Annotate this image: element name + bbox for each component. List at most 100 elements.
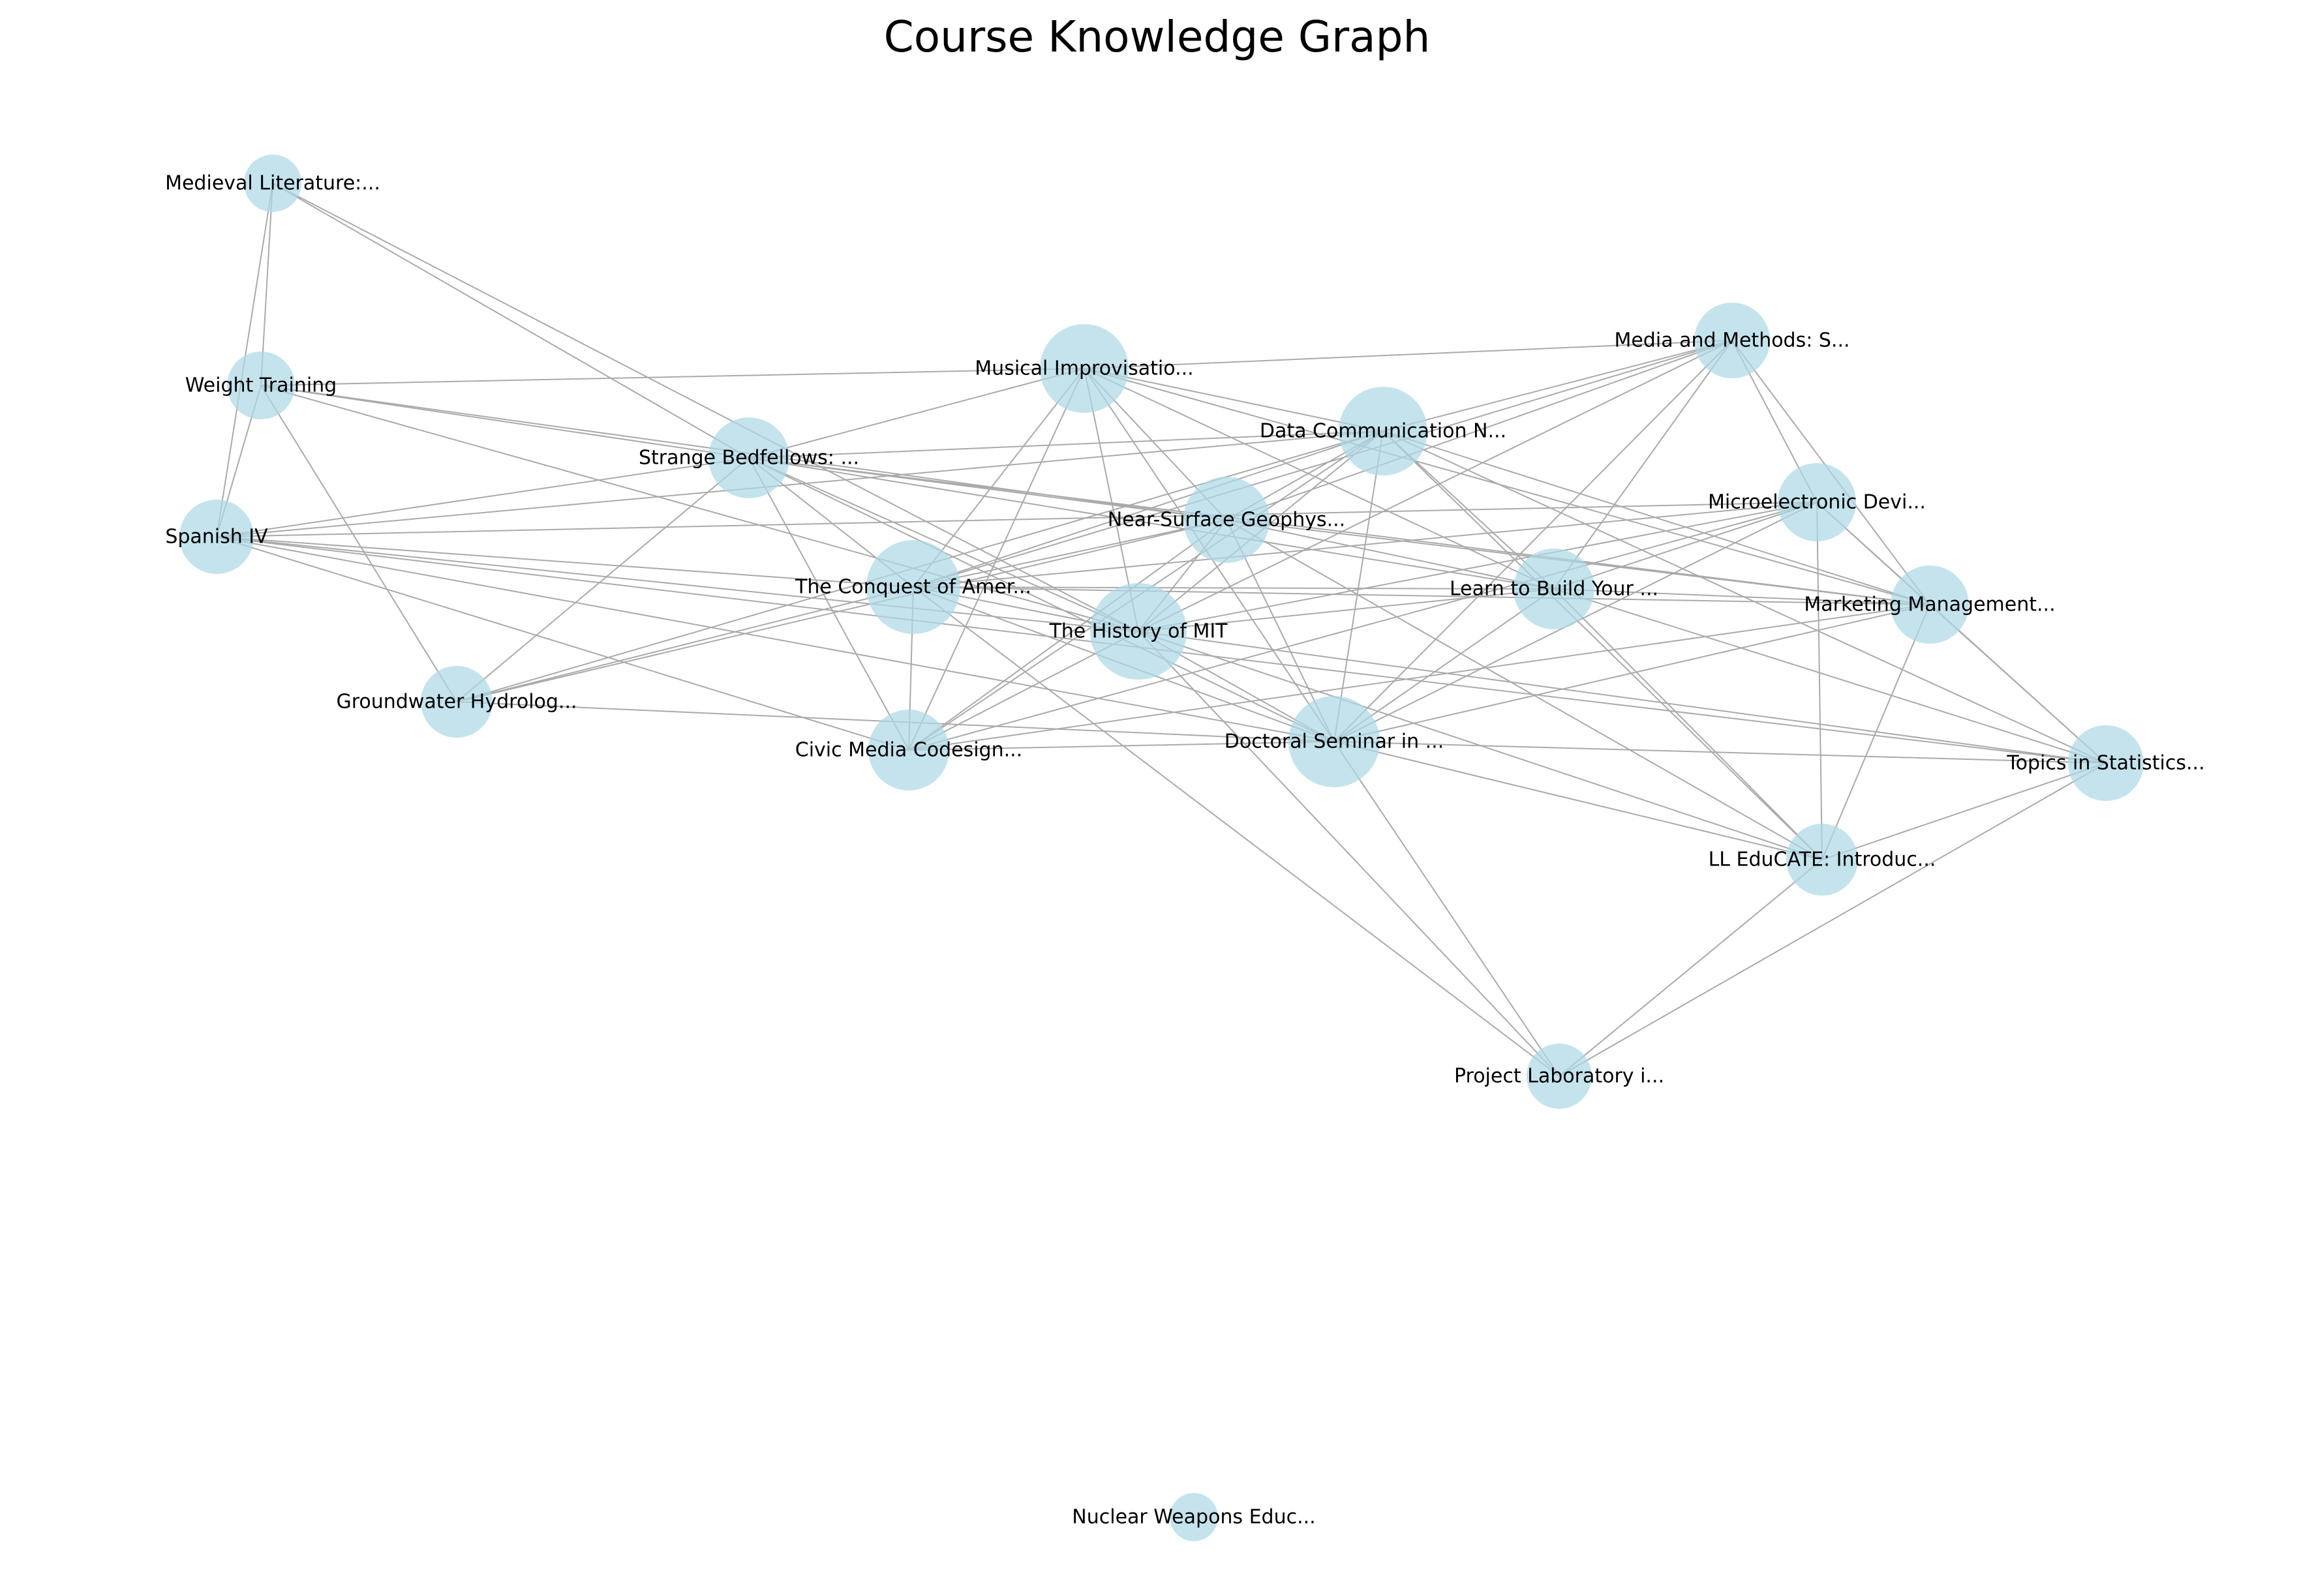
edge-history-media xyxy=(1138,340,1733,632)
edge-weight-strange xyxy=(260,385,750,459)
node-label-medieval: Medieval Literature:... xyxy=(165,172,380,195)
edge-datacomm-marketing xyxy=(1382,430,1930,605)
node-spanish[interactable] xyxy=(179,500,254,574)
edge-medieval-history xyxy=(272,183,1139,632)
edge-weight-musical xyxy=(260,368,1085,386)
edge-groundwater-nearsurface xyxy=(456,519,1227,702)
edge-learn-lleducate xyxy=(1553,588,1823,860)
graph-title: Course Knowledge Graph xyxy=(883,12,1431,62)
edge-groundwater-conquest xyxy=(456,586,914,702)
node-label-nuclear: Nuclear Weapons Educ... xyxy=(1072,1506,1315,1529)
node-learn[interactable] xyxy=(1514,549,1594,629)
edge-microelec-lleducate xyxy=(1816,502,1823,860)
node-lleducate[interactable] xyxy=(1786,824,1858,896)
edge-musical-datacomm xyxy=(1084,368,1384,432)
node-label-topics: Topics in Statistics... xyxy=(2006,752,2204,775)
node-label-weight: Weight Training xyxy=(185,374,337,397)
node-label-conquest: The Conquest of Amer... xyxy=(795,576,1031,599)
node-label-strange: Strange Bedfellows: ... xyxy=(639,447,859,470)
node-civic[interactable] xyxy=(868,710,949,790)
node-datacomm[interactable] xyxy=(1339,387,1427,475)
edge-strange-datacomm xyxy=(748,430,1384,459)
label-layer: Medieval Literature:... Weight TrainingSp… xyxy=(165,172,2205,1529)
edge-strange-musical xyxy=(748,368,1085,459)
edge-datacomm-lleducate xyxy=(1382,430,1823,860)
node-musical[interactable] xyxy=(1040,324,1129,413)
edge-history-project xyxy=(1138,631,1560,1077)
node-label-musical: Musical Improvisatio... xyxy=(975,357,1193,380)
edge-weight-groundwater xyxy=(260,385,457,702)
node-layer xyxy=(179,155,2144,1541)
node-label-spanish: Spanish IV xyxy=(165,526,268,549)
edge-weight-history xyxy=(260,385,1139,632)
edge-topics-project xyxy=(1559,762,2107,1077)
node-medieval[interactable] xyxy=(244,155,301,212)
edge-groundwater-strange xyxy=(456,457,750,702)
edge-learn-microelec xyxy=(1553,502,1818,590)
edge-civic-microelec xyxy=(908,502,1818,751)
edge-civic-nearsurface xyxy=(908,519,1227,751)
edge-history-topics xyxy=(1138,631,2107,764)
edge-marketing-topics xyxy=(1929,604,2107,764)
edge-conquest-media xyxy=(913,340,1733,588)
edge-strange-civic xyxy=(748,457,909,751)
edge-musical-media xyxy=(1084,340,1733,369)
edge-strange-doctoral xyxy=(748,457,1335,742)
node-project[interactable] xyxy=(1527,1044,1592,1109)
edge-musical-learn xyxy=(1084,368,1555,590)
edge-nearsurface-learn xyxy=(1226,519,1555,590)
edge-spanish-datacomm xyxy=(216,430,1384,537)
edge-doctoral-topics xyxy=(1333,741,2107,764)
node-label-civic: Civic Media Codesign... xyxy=(795,739,1022,762)
edge-topics-lleducate xyxy=(1821,762,2107,860)
edge-civic-doctoral xyxy=(908,741,1335,751)
node-microelec[interactable] xyxy=(1778,463,1856,541)
edge-marketing-lleducate xyxy=(1821,604,1930,860)
node-weight[interactable] xyxy=(227,352,295,419)
edge-conquest-learn xyxy=(913,586,1555,590)
edge-conquest-marketing xyxy=(913,586,1930,605)
node-strange[interactable] xyxy=(708,417,789,498)
edge-doctoral-media xyxy=(1333,340,1733,742)
edge-history-learn xyxy=(1138,588,1555,632)
edge-media-learn xyxy=(1553,340,1733,590)
edge-spanish-conquest xyxy=(216,536,914,588)
edge-datacomm-doctoral xyxy=(1333,430,1384,742)
node-topics[interactable] xyxy=(2068,725,2144,801)
node-label-doctoral: Doctoral Seminar in ... xyxy=(1225,730,1444,753)
edge-spanish-doctoral xyxy=(216,536,1335,742)
edge-medieval-strange xyxy=(272,183,750,459)
edge-spanish-strange xyxy=(216,457,750,537)
node-media[interactable] xyxy=(1694,303,1770,378)
edge-history-microelec xyxy=(1138,502,1818,632)
node-label-media: Media and Methods: S... xyxy=(1614,329,1850,352)
edge-conquest-datacomm xyxy=(913,430,1384,588)
edge-nearsurface-lleducate xyxy=(1226,519,1823,860)
edge-doctoral-lleducate xyxy=(1333,741,1823,860)
edge-strange-marketing xyxy=(748,457,1930,605)
node-label-project: Project Laboratory i... xyxy=(1454,1065,1664,1088)
node-doctoral[interactable] xyxy=(1288,696,1380,787)
edge-civic-marketing xyxy=(908,604,1930,751)
node-label-groundwater: Groundwater Hydrolog... xyxy=(336,691,577,714)
node-conquest[interactable] xyxy=(866,540,960,634)
node-label-datacomm: Data Communication N... xyxy=(1260,420,1506,443)
edge-nearsurface-media xyxy=(1226,340,1733,520)
node-groundwater[interactable] xyxy=(421,666,493,738)
node-marketing[interactable] xyxy=(1891,565,1969,644)
edge-lleducate-project xyxy=(1559,859,1823,1077)
edge-spanish-history xyxy=(216,536,1139,632)
edge-doctoral-project xyxy=(1333,741,1560,1077)
edge-musical-marketing xyxy=(1084,368,1930,605)
node-label-nearsurface: Near-Surface Geophys... xyxy=(1108,509,1345,532)
edge-doctoral-marketing xyxy=(1333,604,1930,742)
node-nearsurface[interactable] xyxy=(1183,477,1270,563)
node-label-learn: Learn to Build Your ... xyxy=(1450,578,1658,601)
node-nuclear[interactable] xyxy=(1170,1493,1218,1541)
node-label-lleducate: LL EduCATE: Introduc... xyxy=(1709,849,1936,871)
node-label-marketing: Marketing Management... xyxy=(1804,594,2055,616)
node-history[interactable] xyxy=(1090,583,1187,680)
edge-strange-learn xyxy=(748,457,1555,590)
node-label-history: The History of MIT xyxy=(1048,620,1228,643)
